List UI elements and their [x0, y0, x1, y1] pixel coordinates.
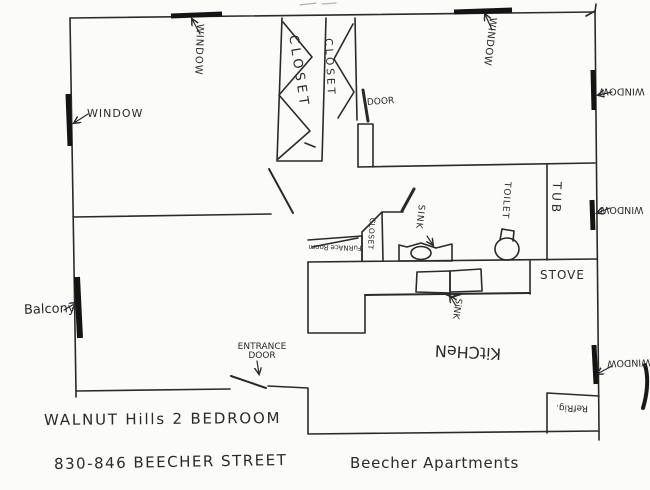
kitchen-label: KitCHeN — [434, 341, 502, 364]
building-caption: Beecher Apartments — [350, 454, 520, 472]
window-strip-right-upper — [590, 69, 597, 111]
window-strip-right-kitchen — [591, 344, 599, 385]
closet-right-shape — [333, 17, 358, 121]
scan-artifacts — [299, 2, 650, 410]
furnace-room-label: FuRNAce Room — [308, 242, 362, 252]
balcony-door-strip — [74, 276, 83, 339]
annotation-arrows — [63, 14, 613, 374]
entrance-door-label-line2: DOOR — [248, 351, 276, 362]
toilet-label: TOILET — [499, 181, 512, 220]
window-strip-right-bath — [589, 199, 596, 231]
entrance-door-label-line1: ENTRANCE — [237, 342, 287, 352]
kitchen-sink-label: SiNK — [449, 297, 463, 320]
hall-corridor — [357, 88, 374, 168]
toilet-shape — [494, 228, 520, 261]
tub-label: TUB — [548, 181, 564, 216]
window-label-right-upper: WINDOW — [599, 85, 645, 97]
window-label-right-kitchen: WINDOW — [606, 356, 650, 369]
window-strip-top-right — [453, 7, 513, 15]
window-label-right-bath: WINDOW — [600, 203, 644, 215]
hall-door-label: DOOR — [366, 96, 395, 108]
closet-left-shape — [276, 17, 327, 162]
hall-closet-shape — [361, 211, 384, 262]
entrance-door-swing — [230, 360, 267, 389]
bathroom-sink-shape — [398, 235, 453, 262]
closet-hall-label: CLOSET — [365, 217, 377, 251]
property-title: WALNUT Hills 2 BEDROOM — [43, 408, 282, 430]
bedroom1-wall — [72, 168, 294, 218]
window-strip-top-left — [170, 11, 223, 19]
closet-right-label: CLOSET — [322, 37, 338, 98]
bathroom-sink-label: SINK — [413, 203, 426, 230]
window-label-left: WINDOW — [87, 107, 144, 120]
balcony-label: Balcony — [23, 301, 76, 318]
entrance-door-label: ENTRANCE DOOR — [230, 342, 294, 362]
bathroom-walls — [307, 162, 598, 263]
kitchen-sink-shape — [415, 268, 483, 307]
refrigerator-label: RefRig. — [555, 402, 589, 413]
window-label-top-left: WINDOW — [192, 23, 205, 76]
bathroom-door-swing — [400, 187, 416, 213]
window-strip-left — [65, 93, 73, 147]
refrigerator-shape — [546, 392, 600, 434]
stove-label: STOVE — [540, 268, 585, 282]
